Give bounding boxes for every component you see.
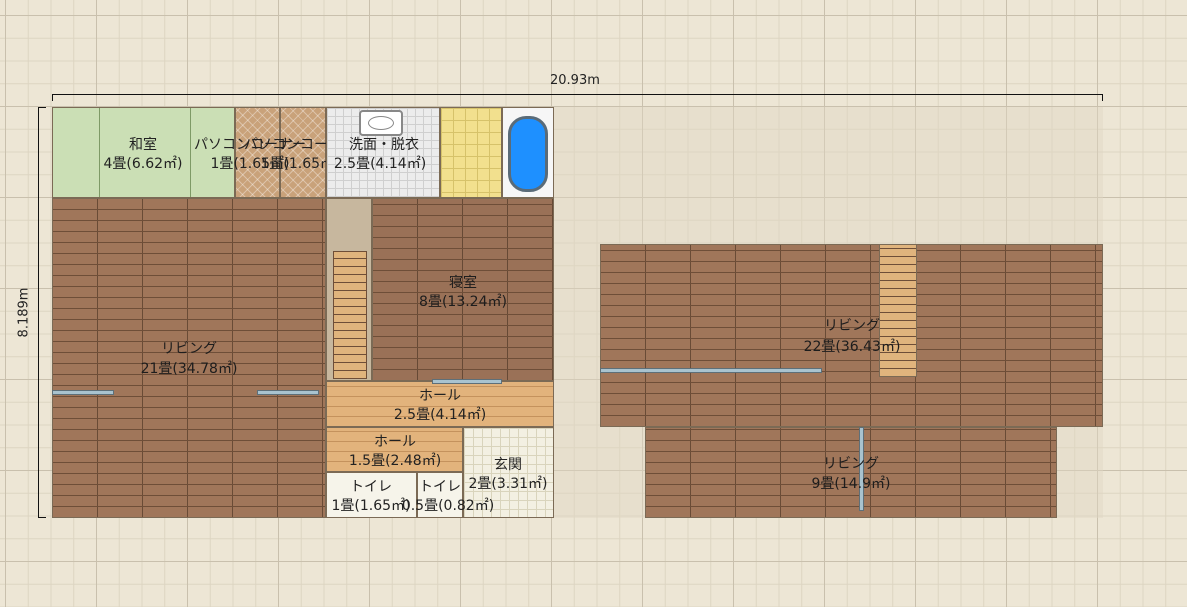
stairs-east[interactable] bbox=[879, 244, 917, 377]
living-east-lower-divider bbox=[859, 427, 864, 511]
room-genkan-size: 2畳(3.31㎡) bbox=[468, 476, 548, 492]
room-living-west[interactable] bbox=[52, 198, 326, 518]
room-living-east-upper-size: 22畳(36.43㎡) bbox=[803, 339, 901, 355]
room-genkan-name: 玄関 bbox=[494, 457, 522, 473]
living-west-window-1 bbox=[52, 390, 114, 395]
room-living-east-upper-name: リビング bbox=[824, 318, 880, 334]
room-toilet-2-size: 0.5畳(0.82㎡) bbox=[401, 498, 495, 514]
room-toilet-2[interactable] bbox=[417, 472, 463, 518]
room-living-west-size: 21畳(34.78㎡) bbox=[140, 361, 238, 377]
room-living-east-upper[interactable] bbox=[600, 244, 1103, 427]
tatami-line-1 bbox=[99, 108, 100, 197]
room-hall-1-name: ホール bbox=[419, 388, 461, 404]
room-toilet-1-size: 1畳(1.65㎡) bbox=[331, 498, 411, 514]
height-dimension-tick-top bbox=[38, 107, 46, 108]
bedroom-door-track bbox=[432, 379, 502, 384]
room-genkan[interactable] bbox=[463, 427, 554, 518]
room-senmen-size: 2.5畳(4.14㎡) bbox=[333, 156, 427, 172]
room-hall-2-name: ホール bbox=[374, 434, 416, 450]
height-dimension-label: 8.189m bbox=[16, 287, 32, 338]
room-washitsu-size: 4畳(6.62㎡) bbox=[103, 156, 183, 172]
room-bedroom-size: 8畳(13.24㎡) bbox=[419, 294, 507, 310]
room-living-east-lower-name: リビング bbox=[823, 456, 879, 472]
bathtub-area[interactable] bbox=[502, 107, 554, 198]
room-living-east-lower[interactable] bbox=[645, 427, 1057, 518]
width-dimension-tick-right bbox=[1102, 94, 1103, 101]
width-dimension-line bbox=[52, 94, 1103, 95]
stairs-west-treads bbox=[333, 251, 367, 379]
room-toilet-1[interactable] bbox=[326, 472, 417, 518]
living-east-window-track bbox=[600, 368, 822, 373]
width-dimension-tick-left bbox=[52, 94, 53, 101]
stairs-west[interactable] bbox=[326, 198, 372, 381]
room-hall-2-size: 1.5畳(2.48㎡) bbox=[348, 453, 442, 469]
width-dimension-label: 20.93m bbox=[550, 73, 600, 88]
room-pc-corner-1-size: 1畳(1.65㎡) bbox=[210, 156, 290, 172]
room-pc-corner-1[interactable] bbox=[235, 107, 280, 198]
room-living-west-name: リビング bbox=[161, 341, 217, 357]
room-living-east-lower-size: 9畳(14.9㎡) bbox=[811, 476, 891, 492]
bathroom[interactable] bbox=[440, 107, 502, 198]
room-pc-corner-2[interactable] bbox=[280, 107, 326, 198]
room-hall-2[interactable] bbox=[326, 427, 463, 472]
washbasin-icon bbox=[359, 110, 403, 136]
room-senmen[interactable] bbox=[326, 107, 440, 198]
room-pc-corner-2-size: 1畳(1.65㎡) bbox=[260, 156, 340, 172]
room-hall-1[interactable] bbox=[326, 381, 554, 427]
room-bedroom-name: 寝室 bbox=[449, 275, 477, 291]
room-hall-1-size: 2.5畳(4.14㎡) bbox=[393, 407, 487, 423]
room-pc-corner-1-name: パソコンコーナー bbox=[194, 137, 306, 153]
room-toilet-2-name: トイレ bbox=[419, 479, 461, 495]
living-west-window-2 bbox=[257, 390, 319, 395]
room-washitsu-name: 和室 bbox=[129, 137, 157, 153]
bathtub-icon bbox=[508, 116, 548, 192]
height-dimension-line bbox=[38, 107, 39, 518]
tatami-line-2 bbox=[190, 108, 191, 197]
room-bedroom[interactable] bbox=[372, 198, 554, 381]
room-washitsu[interactable] bbox=[52, 107, 235, 198]
height-dimension-tick-bottom bbox=[38, 517, 46, 518]
room-toilet-1-name: トイレ bbox=[350, 479, 392, 495]
room-senmen-name: 洗面・脱衣 bbox=[349, 137, 419, 153]
